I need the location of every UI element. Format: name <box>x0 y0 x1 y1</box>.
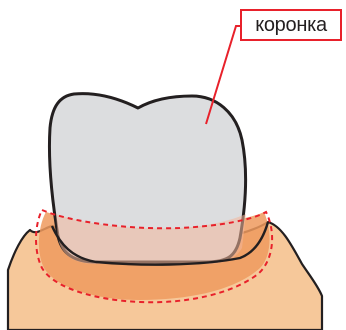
crown-label: коронка <box>240 9 342 41</box>
crown-label-text: коронка <box>255 14 327 37</box>
